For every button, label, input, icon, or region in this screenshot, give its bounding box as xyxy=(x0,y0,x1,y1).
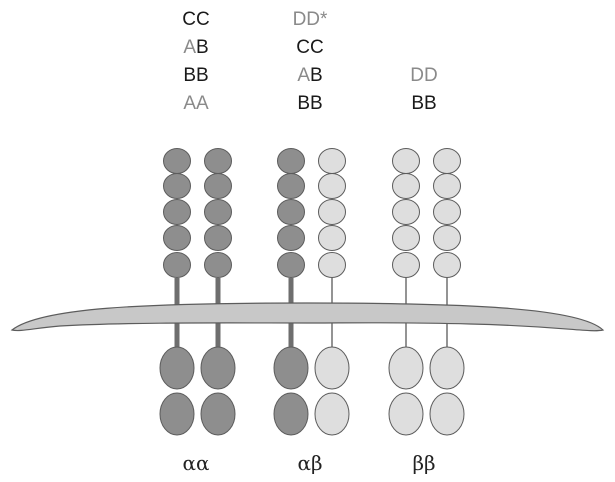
alpha-alpha-label-row-3-part-1: B xyxy=(183,65,196,86)
extracellular-domains xyxy=(163,148,461,278)
beta-beta-chain-2-beta-intracellular-domain-2 xyxy=(429,392,465,436)
alpha-alpha-label-row-3: BB xyxy=(183,65,208,86)
alpha-alpha-chain-1-alpha-domain-4 xyxy=(163,225,191,251)
beta-beta-chain-2-beta-domain-1 xyxy=(433,148,461,174)
alpha-alpha-chain-2-alpha-domain-1 xyxy=(204,148,232,174)
alpha-beta-chain-1-alpha-domain-4 xyxy=(277,225,305,251)
beta-beta-label-row-2-part-2: B xyxy=(424,93,437,114)
alpha-beta-label-row-1-part-1: DD* xyxy=(293,9,328,30)
alpha-alpha-chain-1-alpha-domain-5 xyxy=(163,252,191,278)
alpha-alpha-chain-2-alpha-domain-5 xyxy=(204,252,232,278)
alpha-alpha-type-label: αα xyxy=(182,451,209,475)
alpha-beta-chain-1-alpha-domain-3 xyxy=(277,199,305,225)
alpha-alpha-chain-2-alpha-intracellular-domain-1 xyxy=(200,346,236,390)
beta-beta-chain-2-beta-domain-2 xyxy=(433,173,461,199)
alpha-beta-chain-2-beta-domain-1 xyxy=(318,148,346,174)
beta-beta-chain-2-beta-domain-3 xyxy=(433,199,461,225)
alpha-alpha-chain-1-alpha-domain-2 xyxy=(163,173,191,199)
alpha-alpha-label-row-1-part-1: C xyxy=(182,9,196,30)
alpha-alpha-chain-1-alpha-intracellular-domain-1 xyxy=(159,346,195,390)
alpha-beta-chain-1-alpha-intracellular-domain-1 xyxy=(273,346,309,390)
beta-beta-chain-2-beta-domain-4 xyxy=(433,225,461,251)
alpha-alpha-chain-2-alpha-domain-3 xyxy=(204,199,232,225)
beta-beta-chain-1-beta-intracellular-domain-1 xyxy=(388,346,424,390)
alpha-beta-label-row-4-part-2: B xyxy=(310,93,323,114)
alpha-beta-label-row-2: CC xyxy=(296,37,323,58)
alpha-alpha-chain-2-alpha-domain-4 xyxy=(204,225,232,251)
alpha-alpha-label-row-3-part-2: B xyxy=(196,65,209,86)
intracellular-domains xyxy=(159,346,465,436)
alpha-beta-label-row-3-part-1: A xyxy=(297,65,310,86)
membrane-band xyxy=(10,302,605,332)
alpha-beta-chain-1-alpha-domain-1 xyxy=(277,148,305,174)
beta-beta-chain-2-beta-intracellular-domain-1 xyxy=(429,346,465,390)
alpha-beta-label-row-3-part-2: B xyxy=(310,65,323,86)
alpha-alpha-label-row-4-part-2: A xyxy=(196,93,209,114)
alpha-alpha-label-row-1: CC xyxy=(182,9,209,30)
alpha-alpha-chain-1-alpha-domain-3 xyxy=(163,199,191,225)
alpha-beta-chain-2-beta-domain-4 xyxy=(318,225,346,251)
alpha-beta-type-label: αβ xyxy=(297,451,322,475)
alpha-alpha-chain-2-alpha-intracellular-domain-2 xyxy=(200,392,236,436)
beta-beta-chain-1-beta-domain-2 xyxy=(392,173,420,199)
alpha-alpha-label-row-4: AA xyxy=(183,93,209,114)
alpha-alpha-label-row-4-part-1: A xyxy=(183,93,196,114)
alpha-beta-chain-2-beta-domain-2 xyxy=(318,173,346,199)
alpha-alpha-label-row-2-part-1: A xyxy=(183,37,196,58)
alpha-beta-label-row-4-part-1: B xyxy=(297,93,310,114)
alpha-alpha-label-row-2-part-2: B xyxy=(196,37,209,58)
alpha-beta-label-row-2-part-2: C xyxy=(310,37,324,58)
beta-beta-label-row-2: BB xyxy=(411,93,436,114)
beta-beta-label-row-1-part-1: DD xyxy=(410,65,437,86)
beta-beta-label-row-2-part-1: B xyxy=(411,93,424,114)
alpha-alpha-label-row-1-part-2: C xyxy=(196,9,210,30)
beta-beta-chain-1-beta-domain-1 xyxy=(392,148,420,174)
beta-beta-chain-2-beta-domain-5 xyxy=(433,252,461,278)
alpha-beta-chain-2-beta-domain-5 xyxy=(318,252,346,278)
alpha-alpha-chain-2-alpha-domain-2 xyxy=(204,173,232,199)
beta-beta-chain-1-beta-domain-4 xyxy=(392,225,420,251)
alpha-beta-label-row-3: AB xyxy=(297,65,322,86)
alpha-beta-chain-2-beta-intracellular-domain-1 xyxy=(314,346,350,390)
alpha-beta-label-row-2-part-1: C xyxy=(296,37,310,58)
beta-beta-type-label: ββ xyxy=(412,451,435,475)
alpha-beta-chain-1-alpha-domain-2 xyxy=(277,173,305,199)
alpha-alpha-chain-1-alpha-domain-1 xyxy=(163,148,191,174)
beta-beta-chain-1-beta-domain-5 xyxy=(392,252,420,278)
alpha-beta-chain-1-alpha-domain-5 xyxy=(277,252,305,278)
beta-beta-chain-1-beta-intracellular-domain-2 xyxy=(388,392,424,436)
alpha-beta-chain-2-beta-domain-3 xyxy=(318,199,346,225)
alpha-beta-chain-2-beta-intracellular-domain-2 xyxy=(314,392,350,436)
beta-beta-chain-1-beta-domain-3 xyxy=(392,199,420,225)
cell-membrane xyxy=(10,302,605,332)
alpha-beta-label-row-1: DD* xyxy=(293,9,328,30)
beta-beta-label-row-1: DD xyxy=(410,65,437,86)
alpha-alpha-chain-1-alpha-intracellular-domain-2 xyxy=(159,392,195,436)
alpha-beta-chain-1-alpha-intracellular-domain-2 xyxy=(273,392,309,436)
dimer-type-labels: αα αβ ββ xyxy=(182,451,435,475)
alpha-beta-label-row-4: BB xyxy=(297,93,322,114)
alpha-alpha-label-row-2: AB xyxy=(183,37,208,58)
